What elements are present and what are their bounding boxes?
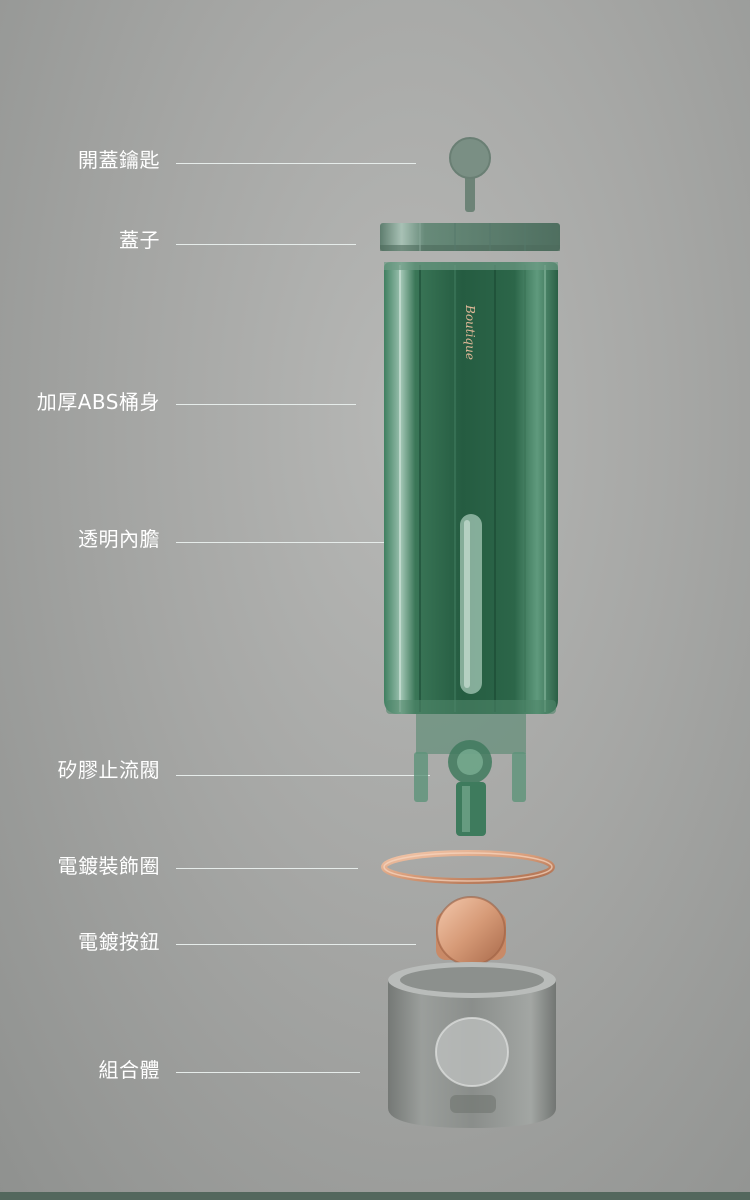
label-button: 電鍍按鈕 — [78, 930, 160, 954]
leader-line-body — [176, 404, 356, 405]
abs-body-icon — [384, 262, 558, 714]
label-base: 組合體 — [98, 1058, 160, 1082]
label-valve: 矽膠止流閥 — [57, 758, 160, 782]
leader-line-ring — [176, 868, 358, 869]
leader-line-valve — [176, 775, 430, 776]
brand-logo: Boutique — [463, 304, 477, 360]
label-key: 開蓋鑰匙 — [78, 148, 160, 172]
leader-line-tank — [176, 542, 462, 543]
bottom-band — [0, 1192, 750, 1200]
leader-line-base — [176, 1072, 360, 1073]
lid-icon — [380, 223, 560, 251]
valve-icon — [414, 714, 526, 836]
button-icon — [436, 896, 506, 966]
base-assembly-icon — [388, 962, 556, 1128]
leader-line-key — [176, 163, 416, 164]
leader-line-button — [176, 944, 416, 945]
inner-tank-window-icon — [460, 514, 482, 694]
label-tank: 透明內膽 — [78, 527, 160, 551]
label-lid: 蓋子 — [119, 228, 160, 252]
svg-text:Boutique: Boutique — [463, 304, 477, 360]
decorative-ring-icon — [381, 850, 555, 884]
leader-line-lid — [176, 244, 356, 245]
key-icon — [449, 137, 491, 212]
label-ring: 電鍍裝飾圈 — [57, 854, 160, 878]
label-body: 加厚ABS桶身 — [36, 390, 160, 414]
